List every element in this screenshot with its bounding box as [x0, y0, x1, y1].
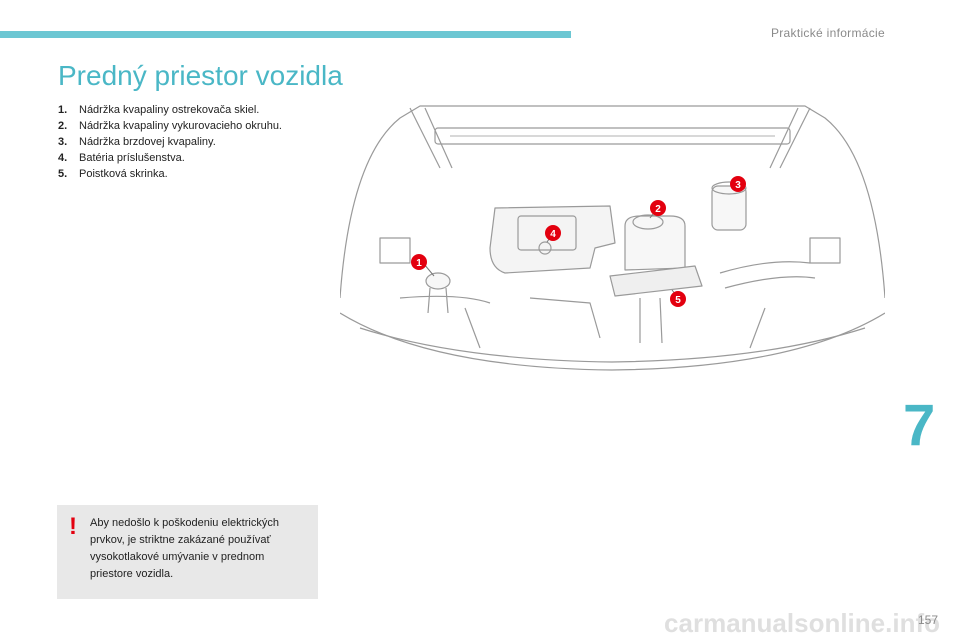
list-item: 5. Poistková skrinka.: [58, 166, 333, 182]
page-title: Predný priestor vozidla: [58, 60, 343, 91]
callout-label: 1: [416, 258, 422, 269]
callout-5: 5: [670, 289, 686, 307]
list-item: 1. Nádržka kvapaliny ostrekovača skiel.: [58, 102, 333, 118]
chapter-number: 7: [903, 393, 936, 458]
list-item-label: Nádržka brzdovej kvapaliny.: [79, 136, 216, 148]
exclamation-icon: !: [69, 513, 77, 540]
callout-2: 2: [649, 200, 666, 219]
list-item-label: Nádržka kvapaliny vykurovacieho okruhu.: [79, 120, 282, 132]
list-item-number: 1.: [58, 104, 68, 116]
list-item: 3. Nádržka brzdovej kvapaliny.: [58, 134, 333, 150]
list-item-number: 4.: [58, 152, 68, 164]
list-item-number: 2.: [58, 120, 68, 132]
callout-1: 1: [411, 254, 435, 277]
list-item-number: 5.: [58, 168, 68, 180]
page-number: 157: [917, 613, 938, 627]
list-item: 2. Nádržka kvapaliny vykurovacieho okruhu…: [58, 118, 333, 134]
callout-4: 4: [545, 225, 561, 243]
warning-box: ! Aby nedošlo k poškodeniu elektrických …: [57, 505, 318, 599]
list-item-number: 3.: [58, 136, 68, 148]
list-item-label: Poistková skrinka.: [79, 168, 168, 180]
section-title: Praktické informácie: [770, 26, 885, 40]
list-item-label: Nádržka kvapaliny ostrekovača skiel.: [79, 104, 260, 116]
warning-text: Aby nedošlo k poškodeniu elektrických pr…: [90, 517, 279, 580]
list-item: 4. Batéria príslušenstva.: [58, 150, 333, 166]
callout-label: 3: [735, 180, 741, 191]
engine-bay-diagram: 1 2 3 4 5: [340, 105, 885, 371]
callout-3: 3: [730, 176, 746, 192]
callout-label: 5: [675, 295, 681, 306]
header-accent-bar: [0, 31, 571, 38]
callout-label: 2: [655, 204, 661, 215]
watermark: carmanualsonline.info: [664, 608, 940, 638]
list-item-label: Batéria príslušenstva.: [79, 152, 185, 164]
callout-label: 4: [550, 229, 556, 240]
parts-list: 1. Nádržka kvapaliny ostrekovača skiel. 2…: [58, 102, 333, 182]
